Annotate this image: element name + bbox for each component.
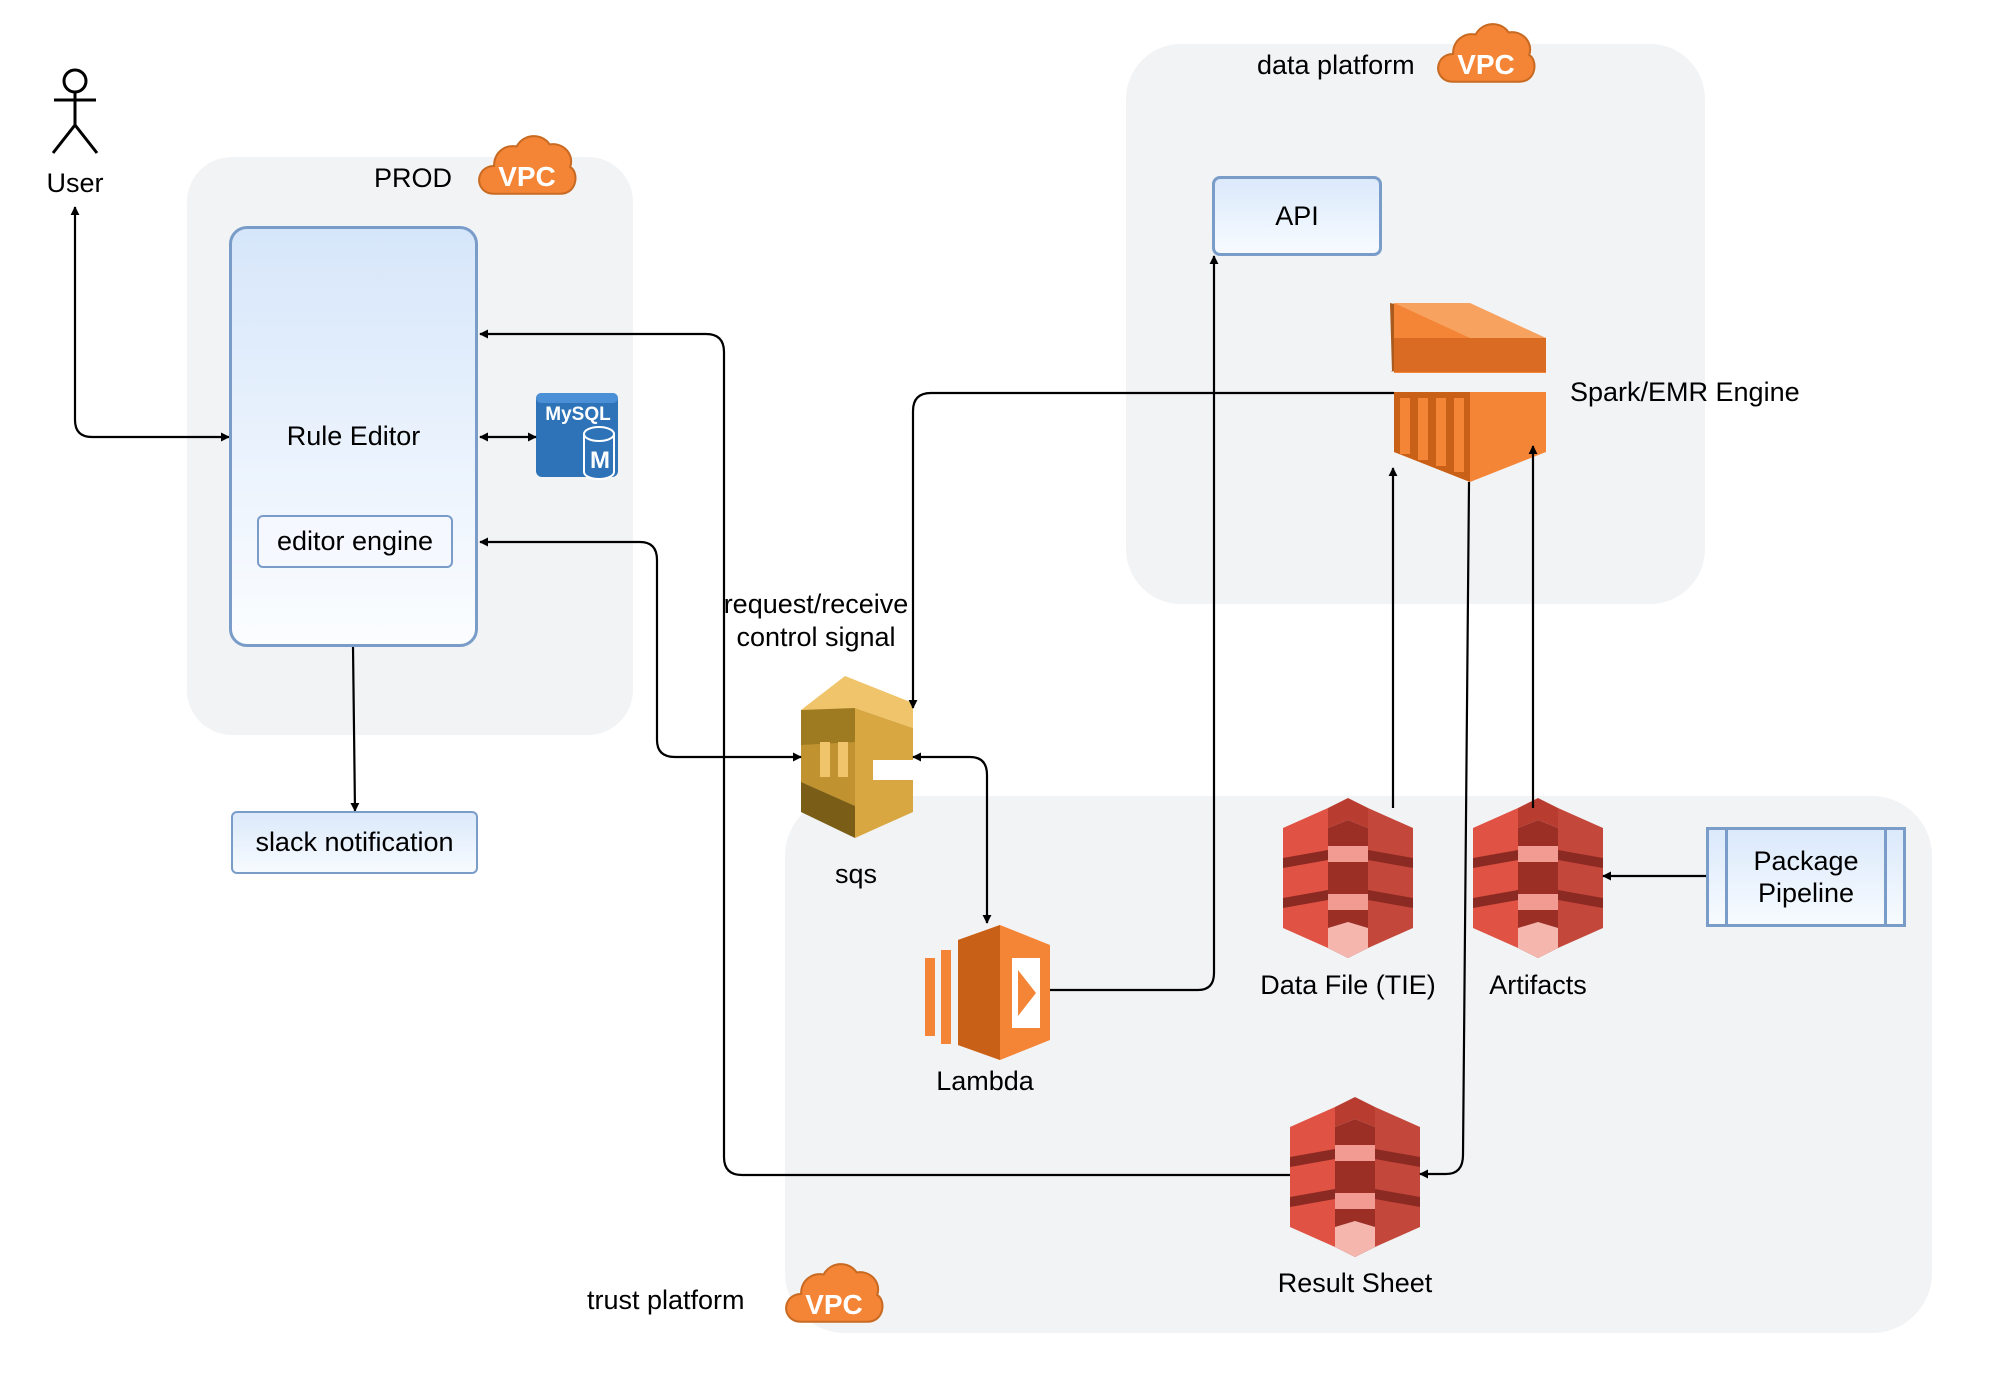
s3-bucket-icon-data-file — [1283, 798, 1413, 958]
data-file-label: Data File (TIE) — [1260, 970, 1436, 1000]
edge-spark-result-sheet — [1419, 481, 1471, 1179]
slack-notification-label: slack notification — [255, 827, 454, 857]
package-pipeline-line2: Pipeline — [1757, 878, 1855, 908]
region-prod-label: PROD — [374, 163, 453, 193]
user-icon — [51, 68, 99, 154]
sqs-signal-label-line1: request/receive — [723, 589, 909, 619]
edge-user-rule-editor — [70, 206, 230, 442]
sqs-queue-icon — [801, 676, 913, 838]
vpc-cloud-icon-prod: VPC — [478, 135, 577, 195]
edge-sqs-lambda — [912, 752, 992, 924]
vpc-cloud-icon-trust-platform: VPC — [785, 1263, 884, 1323]
lambda-label: Lambda — [936, 1066, 1034, 1096]
sqs-signal-label-line2: control signal — [736, 622, 896, 652]
api-label: API — [1275, 200, 1319, 231]
sqs-label: sqs — [834, 859, 878, 889]
rule-editor-box[interactable]: Rule Editor — [229, 226, 478, 647]
s3-bucket-icon-artifacts — [1473, 798, 1603, 958]
spark-emr-label: Spark/EMR Engine — [1570, 377, 1800, 407]
svg-text:VPC: VPC — [498, 161, 556, 192]
rule-editor-title: Rule Editor — [286, 421, 421, 451]
editor-engine-label: editor engine — [276, 526, 434, 556]
emr-cluster-icon — [1390, 303, 1546, 482]
region-data-platform-label: data platform — [1257, 50, 1415, 80]
edge-lambda-api — [1050, 255, 1219, 992]
lambda-icon — [925, 925, 1050, 1060]
api-box[interactable]: API — [1212, 176, 1382, 256]
edge-spark-sqs — [908, 391, 1394, 709]
package-pipeline-box[interactable]: Package Pipeline — [1706, 827, 1906, 927]
edge-rule-editor-sqs — [479, 537, 802, 762]
svg-text:VPC: VPC — [805, 1289, 863, 1320]
slack-notification-box[interactable]: slack notification — [231, 811, 478, 874]
mysql-icon: MySQL M — [536, 393, 618, 480]
region-trust-platform-label: trust platform — [587, 1285, 745, 1315]
editor-engine-box[interactable]: editor engine — [257, 515, 453, 568]
svg-text:VPC: VPC — [1457, 49, 1515, 80]
s3-bucket-icon-result-sheet — [1290, 1097, 1420, 1257]
artifacts-label: Artifacts — [1489, 970, 1587, 1000]
svg-text:MySQL: MySQL — [545, 404, 611, 425]
result-sheet-label: Result Sheet — [1277, 1268, 1433, 1298]
region-trust-platform — [785, 796, 1932, 1333]
svg-text:M: M — [590, 447, 610, 474]
package-pipeline-line1: Package — [1753, 846, 1859, 876]
edge-rule-editor-slack — [350, 646, 360, 812]
vpc-cloud-icon-data-platform: VPC — [1437, 23, 1536, 83]
user-label: User — [46, 168, 104, 198]
